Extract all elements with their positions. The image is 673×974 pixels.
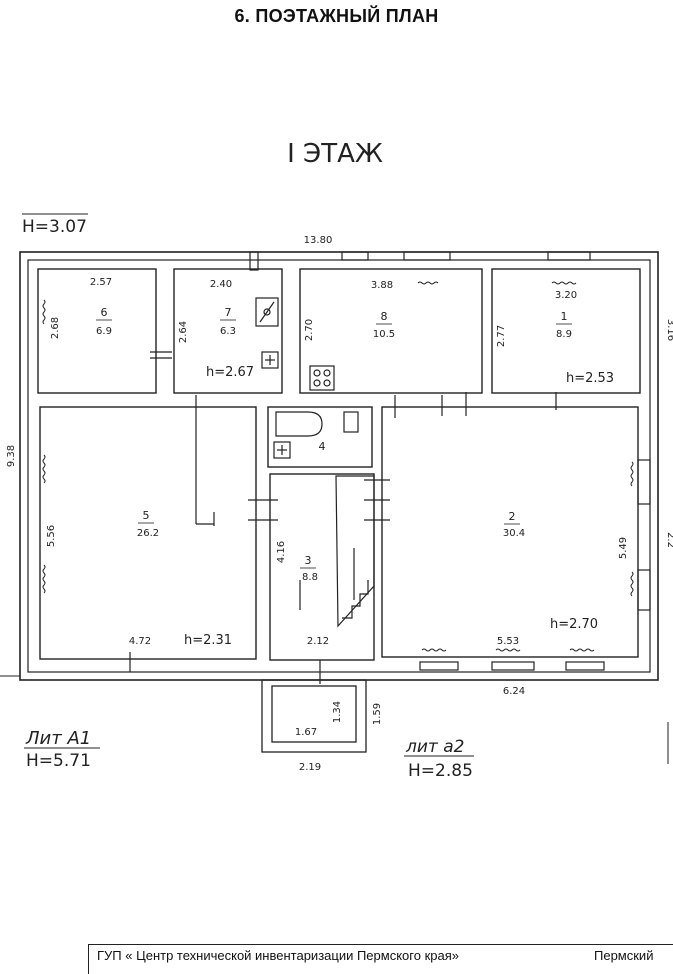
room-5-number: 5 xyxy=(143,509,150,522)
room-3-width: 2.12 xyxy=(307,636,329,647)
lit-a2-label: лит а2 xyxy=(405,737,464,757)
room-4-outline xyxy=(267,406,373,468)
room-5-depth: 5.56 xyxy=(46,525,57,547)
stove-symbol xyxy=(309,365,335,391)
porch-inner-width: 1.67 xyxy=(295,727,317,738)
room-1-number: 1 xyxy=(561,310,568,323)
room-7-height: h=2.67 xyxy=(206,365,254,380)
radiator-marks xyxy=(42,281,634,652)
room-2-width: 5.53 xyxy=(497,636,519,647)
footer-right: Пермский xyxy=(594,948,654,963)
room-8-number: 8 xyxy=(381,310,388,323)
room-6-number: 6 xyxy=(101,306,108,319)
porch-outline xyxy=(261,679,367,753)
porch-outer-width: 2.19 xyxy=(299,762,321,773)
porch-inner-depth: 1.34 xyxy=(332,701,343,723)
room-1-height: h=2.53 xyxy=(566,371,614,386)
lit-a2-height: H=2.85 xyxy=(408,761,473,781)
room-8-outline xyxy=(299,268,483,394)
room-7-number: 7 xyxy=(225,306,232,319)
overall-width-dim: 13.80 xyxy=(304,235,333,246)
lit-a1-label: Лит А1 xyxy=(25,728,91,749)
boiler-symbol xyxy=(255,297,279,327)
right-edge-dim: 3.16 xyxy=(665,319,673,341)
socket-symbol xyxy=(261,351,279,369)
room-2-outline xyxy=(381,406,639,658)
overall-depth-dim: 9.38 xyxy=(6,445,17,467)
room-2-number: 2 xyxy=(509,510,516,523)
footer-org: ГУП « Центр технической инвентаризации П… xyxy=(97,948,459,963)
main-height-label: H=3.07 xyxy=(22,217,87,237)
room-7-outline xyxy=(173,268,283,394)
room-5-width: 4.72 xyxy=(129,636,151,647)
room-1-depth: 2.77 xyxy=(496,325,507,347)
room-6-width: 2.57 xyxy=(90,277,112,288)
room-1-area: 8.9 xyxy=(556,329,572,340)
room-4-number: 4 xyxy=(319,440,326,453)
right-lower-dim: 2.2 xyxy=(665,532,673,548)
room-7-depth: 2.64 xyxy=(178,321,189,343)
room-3-outline xyxy=(269,473,375,661)
lit-a2-width-dim: 6.24 xyxy=(503,686,525,697)
room-8-area: 10.5 xyxy=(373,329,395,340)
room-6-depth: 2.68 xyxy=(50,317,61,339)
stair-symbol xyxy=(335,475,375,628)
room-2-area: 30.4 xyxy=(503,528,525,539)
bath-socket-symbol xyxy=(273,441,291,459)
room-3-depth: 4.16 xyxy=(276,541,287,563)
lit-a1-height: H=5.71 xyxy=(26,751,91,771)
room-3-area: 8.8 xyxy=(302,572,318,583)
room-7-width: 2.40 xyxy=(210,279,232,290)
room-2-height: h=2.70 xyxy=(550,617,598,632)
room-1-outline xyxy=(491,268,641,394)
room-5-area: 26.2 xyxy=(137,528,159,539)
room-7-area: 6.3 xyxy=(220,326,236,337)
room-8-width: 3.88 xyxy=(371,280,393,291)
floor-title: I ЭТАЖ xyxy=(287,139,383,169)
room-8-depth: 2.70 xyxy=(304,319,315,341)
room-6-area: 6.9 xyxy=(96,326,112,337)
room-5-outline xyxy=(39,406,257,660)
bathtub-symbol xyxy=(275,411,323,437)
room-2-depth: 5.49 xyxy=(618,537,629,559)
room-6-outline xyxy=(37,268,157,394)
room-3-number: 3 xyxy=(305,554,312,567)
footer-stamp: ГУП « Центр технической инвентаризации П… xyxy=(88,944,673,974)
outer-walls xyxy=(0,251,659,681)
room-5-height: h=2.31 xyxy=(184,633,232,648)
porch-outer-depth: 1.59 xyxy=(372,703,383,725)
room-1-width: 3.20 xyxy=(555,290,577,301)
document-heading: 6. ПОЭТАЖНЫЙ ПЛАН xyxy=(234,6,439,26)
window-marks xyxy=(129,251,651,684)
sink-symbol xyxy=(343,411,359,433)
